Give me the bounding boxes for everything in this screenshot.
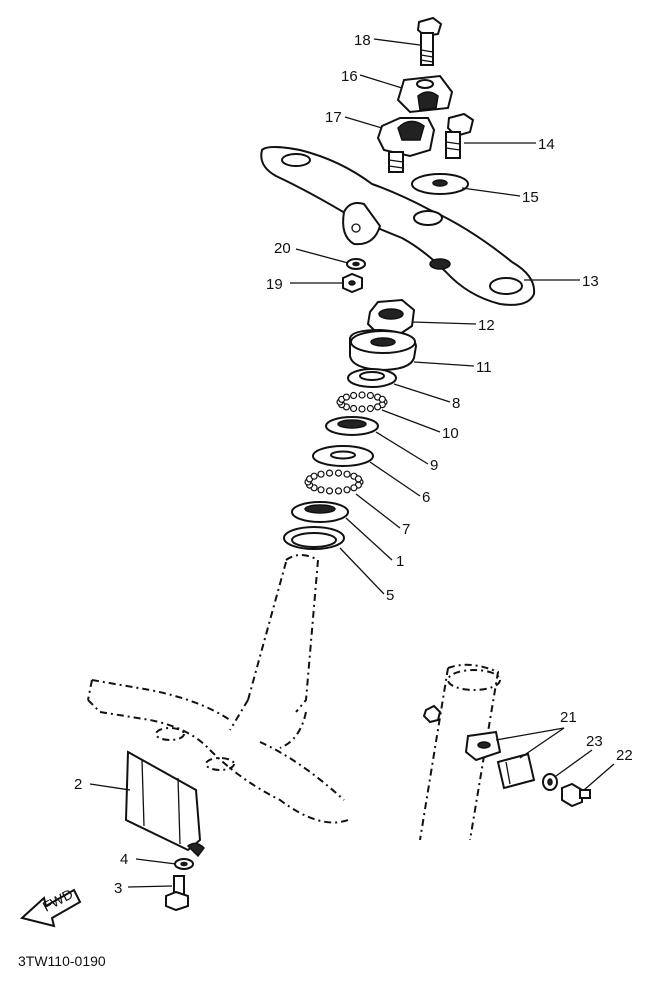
part-18-bolt xyxy=(416,16,443,66)
callout-4: 4 xyxy=(120,851,128,868)
fork-tube xyxy=(419,663,501,841)
callout-3: 3 xyxy=(114,880,122,897)
ball xyxy=(350,391,358,400)
callout-18: 18 xyxy=(354,32,371,49)
part-17-handlebar-holder-lower xyxy=(376,117,436,173)
leader-lines xyxy=(89,38,615,888)
part-2-cover xyxy=(124,750,205,858)
ball xyxy=(342,393,350,401)
part-5-seal xyxy=(283,526,345,550)
part-12-ring-nut xyxy=(366,298,416,335)
ball xyxy=(317,486,325,494)
callout-20: 20 xyxy=(274,240,291,257)
ball xyxy=(310,472,318,480)
ball xyxy=(378,395,386,403)
ball xyxy=(343,470,351,478)
callout-21: 21 xyxy=(560,709,577,726)
callout-6: 6 xyxy=(422,489,430,506)
callout-10: 10 xyxy=(442,425,459,442)
part-10-balls xyxy=(336,391,388,413)
part-11-cover xyxy=(349,328,418,372)
part-19-nut xyxy=(342,272,363,294)
ball xyxy=(366,404,374,413)
part-16-handlebar-holder-upper xyxy=(396,74,454,114)
part-14-bolt xyxy=(445,112,475,159)
callout-5: 5 xyxy=(386,587,394,604)
ball xyxy=(350,484,358,492)
part-15-washer xyxy=(411,173,469,195)
callout-12: 12 xyxy=(478,317,495,334)
ball xyxy=(343,486,351,494)
part-7-balls xyxy=(304,469,364,495)
callout-13: 13 xyxy=(582,273,599,290)
ball xyxy=(366,391,374,400)
callout-7: 7 xyxy=(402,521,410,538)
callout-2: 2 xyxy=(74,776,82,793)
part-1-ball-race xyxy=(291,501,349,523)
ball xyxy=(374,403,382,411)
part-23-washer xyxy=(542,773,558,791)
ball xyxy=(358,391,366,399)
fwd-arrow-icon: FWD xyxy=(19,886,82,928)
part-20-washer xyxy=(346,258,366,270)
part-6-seal xyxy=(312,445,374,467)
part-4-washer xyxy=(174,858,194,870)
part-21-clamp xyxy=(464,730,536,790)
part-8-ball-race xyxy=(347,368,397,388)
ball xyxy=(334,469,343,477)
callout-9: 9 xyxy=(430,457,438,474)
callout-1: 1 xyxy=(396,553,404,570)
callout-14: 14 xyxy=(538,136,555,153)
ball xyxy=(358,405,366,413)
ball xyxy=(325,469,334,477)
ball xyxy=(334,487,343,495)
part-code: 3TW110-0190 xyxy=(18,953,106,969)
callout-11: 11 xyxy=(476,359,492,376)
part-13-upper-bracket xyxy=(260,146,536,306)
callout-15: 15 xyxy=(522,189,539,206)
callout-22: 22 xyxy=(616,747,633,764)
callout-17: 17 xyxy=(325,109,342,126)
ball xyxy=(317,470,325,478)
steering-stem-under-bracket xyxy=(87,554,349,824)
ball xyxy=(325,487,334,495)
part-9-ball-race xyxy=(325,416,379,436)
part-22-bolt xyxy=(561,782,591,808)
ball xyxy=(354,475,362,483)
part-3-bolt xyxy=(165,875,189,912)
callout-8: 8 xyxy=(452,395,460,412)
callout-23: 23 xyxy=(586,733,603,750)
ball xyxy=(350,404,358,413)
callout-19: 19 xyxy=(266,276,283,293)
callout-16: 16 xyxy=(341,68,358,85)
